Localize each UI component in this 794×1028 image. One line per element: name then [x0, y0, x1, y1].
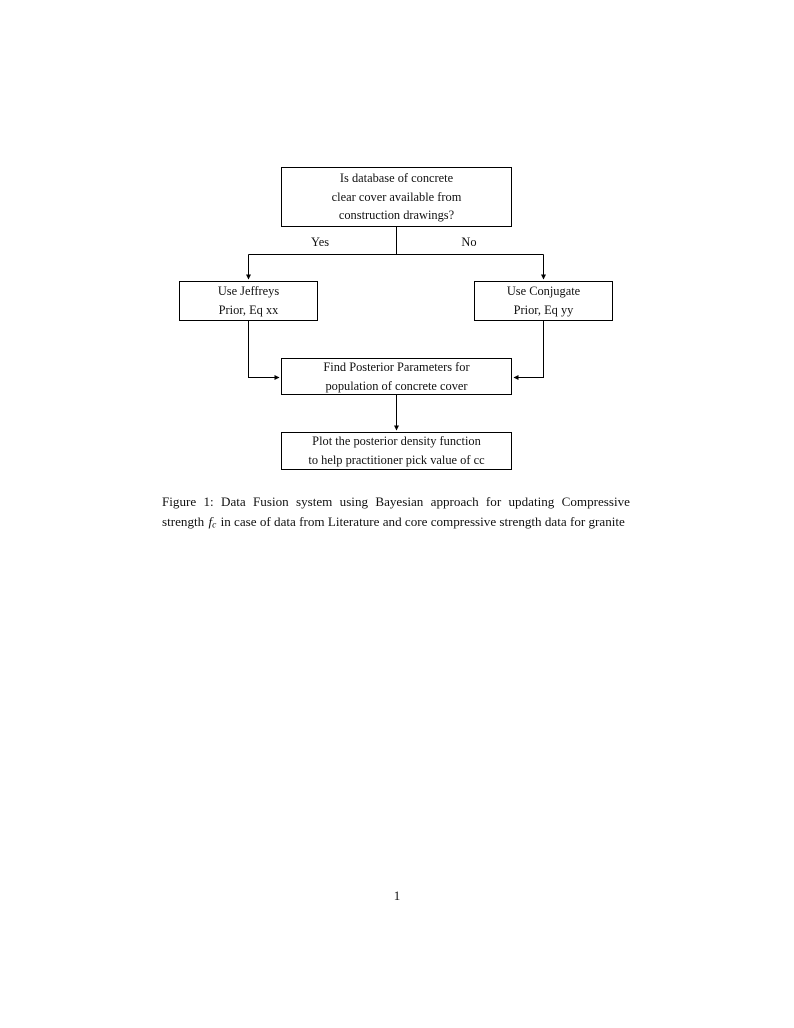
- node-posterior-line-1: Find Posterior Parameters for: [323, 359, 470, 374]
- node-conjugate-line-2: Prior, Eq yy: [513, 303, 574, 317]
- node-posterior-line-2: population of concrete cover: [325, 378, 468, 393]
- flowchart-node-plot-density: Plot the posterior density function to h…: [281, 432, 512, 470]
- flowchart-node-question: Is database of concrete clear cover avai…: [281, 167, 512, 227]
- caption-text-before-math: Data Fusion system using Bayesian approa…: [162, 494, 630, 529]
- caption-math-fc: fc: [207, 513, 217, 531]
- edge-conjugate-to-posterior: [513, 321, 544, 381]
- edge-label-no: No: [461, 235, 477, 249]
- caption-label: Figure 1:: [162, 494, 214, 509]
- flowchart-node-jeffreys-prior: Use Jeffreys Prior, Eq xx: [179, 281, 318, 321]
- edge-label-yes: Yes: [310, 235, 330, 249]
- caption-math-subscript: c: [212, 520, 217, 531]
- caption-math-base: f: [208, 513, 213, 529]
- node-plot-line-1: Plot the posterior density function: [312, 434, 481, 449]
- figure-flowchart: Is database of concrete clear cover avai…: [0, 0, 794, 490]
- figure-caption: Figure 1: Data Fusion system using Bayes…: [162, 492, 630, 533]
- node-plot-line-2: to help practitioner pick value of cc: [308, 453, 485, 467]
- node-conjugate-line-1: Use Conjugate: [506, 284, 581, 299]
- flowchart-node-find-posterior: Find Posterior Parameters for population…: [281, 358, 512, 395]
- node-jeffreys-line-1: Use Jeffreys: [217, 284, 280, 299]
- node-question-line-3: construction drawings?: [338, 208, 455, 223]
- edge-jeffreys-to-posterior: [248, 321, 280, 381]
- flowchart-node-conjugate-prior: Use Conjugate Prior, Eq yy: [474, 281, 613, 321]
- page-number: 1: [393, 888, 401, 903]
- node-jeffreys-line-2: Prior, Eq xx: [218, 303, 279, 317]
- node-question-line-1: Is database of concrete: [339, 170, 454, 185]
- node-question-line-2: clear cover available from: [331, 189, 462, 204]
- flowchart-connectors: [245, 227, 547, 431]
- caption-text-after-math: in case of data from Literature and core…: [220, 513, 625, 529]
